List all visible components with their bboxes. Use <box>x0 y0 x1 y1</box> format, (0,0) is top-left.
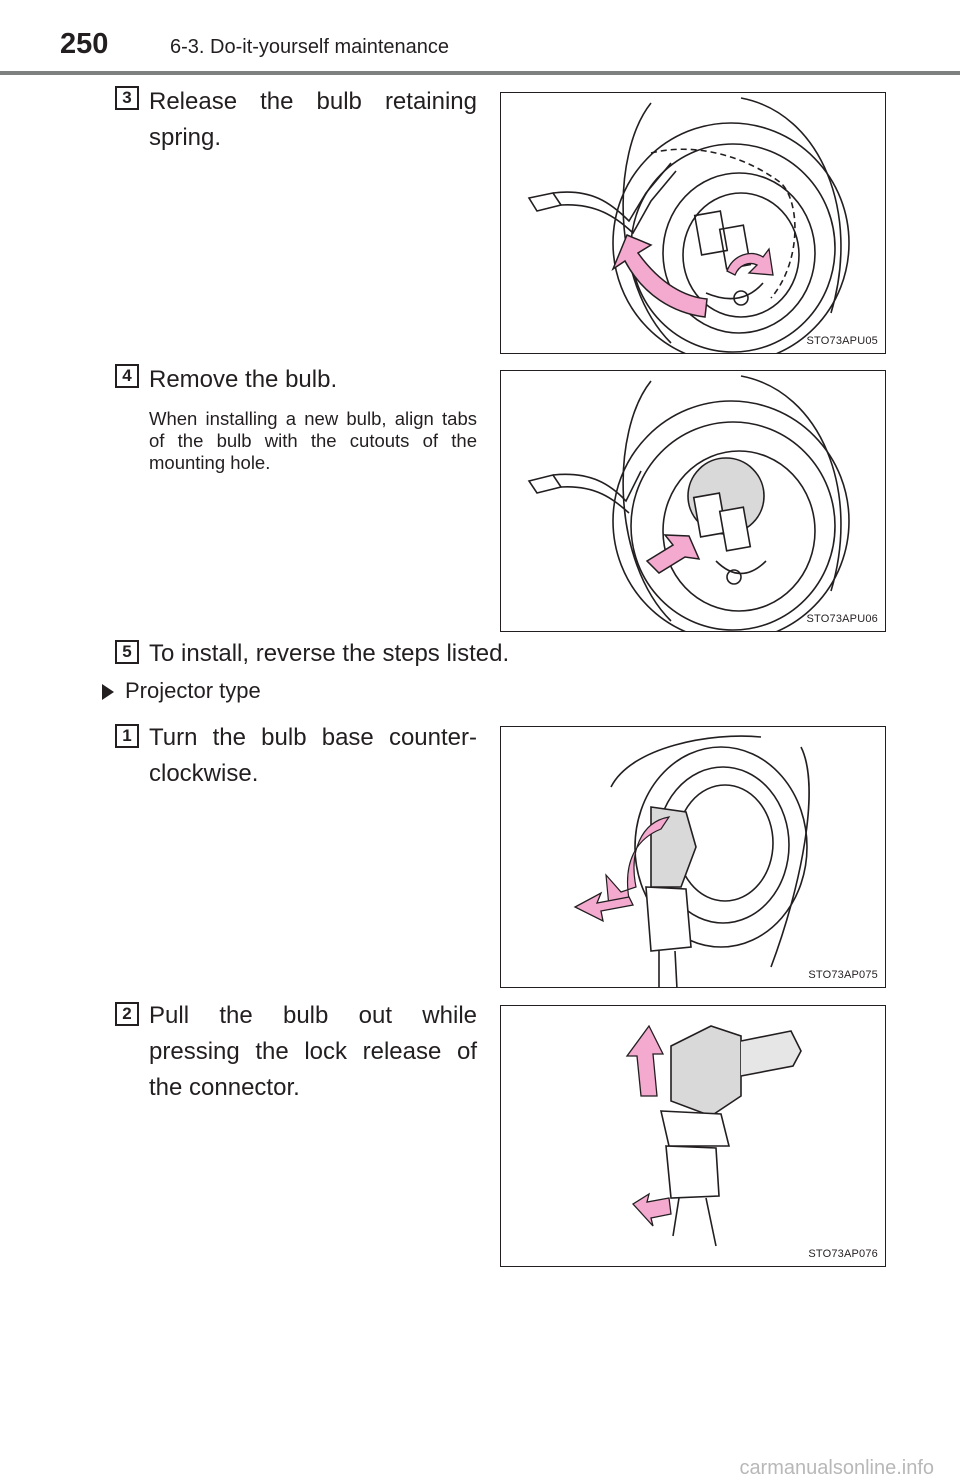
step-text-content: Release the bulb retaining spring. <box>149 88 477 151</box>
step-note-new-bulb: When installing a new bulb, align tabs o… <box>149 408 477 473</box>
figure-code: STO73APU05 <box>806 335 878 347</box>
headlamp-spring-illustration <box>527 97 850 353</box>
step-text-pull-bulb: Pull the bulb out while pressing the loc… <box>149 1002 477 1101</box>
subsection-projector-type: Projector type <box>125 678 261 703</box>
section-title: 6-3. Do-it-yourself maintenance <box>170 36 450 58</box>
step-text-remove-bulb: Remove the bulb. <box>149 366 338 393</box>
figure-code: STO73AP075 <box>808 969 878 981</box>
figure-remove-bulb: STO73APU06 <box>500 370 886 632</box>
step-number-5: 5 <box>115 640 139 664</box>
step-text-release-spring: Release the bulb retaining spring. <box>149 84 477 156</box>
projector-bulb-pull-illustration <box>625 1024 802 1247</box>
figure-pull-bulb: STO73AP076 <box>500 1005 886 1267</box>
figure-turn-bulb-base: STO73AP075 <box>500 726 886 988</box>
step-number-3: 3 <box>115 86 139 110</box>
page-number: 250 <box>60 28 109 60</box>
figure-release-spring: STO73APU05 <box>500 92 886 354</box>
step-number-1: 1 <box>115 724 139 748</box>
step-number-4: 4 <box>115 364 139 388</box>
headlamp-bulb-removal-illustration <box>527 375 850 631</box>
step-text-turn-base: Turn the bulb base counter-clockwise. <box>149 724 477 787</box>
watermark: carmanualsonline.info <box>739 1457 934 1479</box>
step-number-2: 2 <box>115 1002 139 1026</box>
figure-code: STO73AP076 <box>808 1248 878 1260</box>
header-rule <box>0 71 960 75</box>
projector-bulb-turn-illustration <box>573 735 810 987</box>
figure-code: STO73APU06 <box>806 613 878 625</box>
step-text-reverse: To install, reverse the steps listed. <box>149 640 510 667</box>
bullet-arrow-icon <box>102 684 114 700</box>
